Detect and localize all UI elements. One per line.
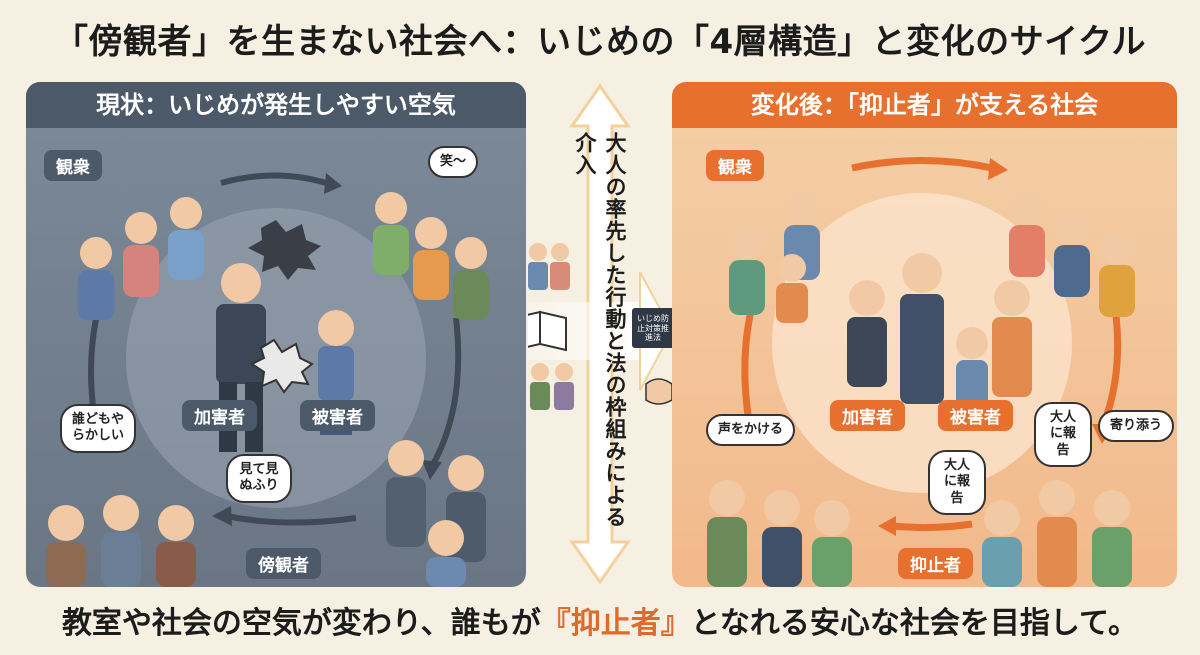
perpetrator-label-right: 加害者 [830,400,905,431]
bystander-group-figures [46,440,486,587]
spiky-speech-middle [250,338,314,394]
concerned-figures-right [1009,192,1135,317]
look-away-speech-bubble: 見て見ぬふり [226,454,292,503]
intervention-column: 大人の率先した行動と法の枠組みによる介入 いじめ防止対策推進法 [528,82,672,587]
audience-label-right: 観衆 [706,150,764,181]
cycle-arrow-top-right [851,157,993,172]
stand-by-speech-bubble: 寄り添う [1098,410,1175,443]
cycle-arrow-left-side [741,297,758,429]
laugh-speech-bubble: 笑～ [428,146,479,179]
deterrent-label: 抑止者 [898,548,973,579]
current-state-illustration [46,172,489,587]
footer-highlight: 『抑止者』 [540,606,691,641]
cycle-arrowhead-top-right [988,158,1008,180]
bystander-label: 傍観者 [246,548,321,579]
call-out-speech-bubble: 声をかける [706,414,796,447]
footer-text-before: 教室や社会の空気が変わり、誰もが [61,606,541,641]
current-state-panel: 現状：いじめが発生しやすい空気 [26,82,526,587]
cycle-arrowhead-bottom-right [878,516,896,536]
deterrent-group-figures [707,480,1132,587]
report-adult-bubble-2: 大人に報告 [928,450,986,515]
cycle-arrow-right [428,317,462,470]
cycle-arrow-top [220,172,327,186]
intervention-graphics [528,83,672,585]
spiky-speech-top [248,220,321,280]
handshake-icon [645,378,672,405]
after-change-panel: 変化後：「抑止者」が支える社会 [672,82,1177,587]
cycle-arrowhead-top [324,173,342,194]
after-change-heading: 変化後：「抑止者」が支える社会 [672,82,1177,128]
audience-group-figures [78,197,204,320]
victim-label-right: 被害者 [938,400,1013,431]
perpetrator-label: 加害者 [182,400,257,431]
report-adult-bubble-1: 大人に報告 [1034,402,1092,467]
audience-figures-right [729,192,820,323]
intervention-vertical-text: 大人の率先した行動と法の枠組みによる介入 [573,132,627,528]
open-book-icon [528,310,567,352]
cycle-arrow-bottom-right [891,520,973,532]
page-title: 「傍観者」を生まない社会へ：いじめの「4層構造」と変化のサイクル [54,22,1146,62]
perpetrator-teacher-victim-figures [847,253,1032,415]
cycle-arrowhead-bottom [212,506,232,526]
current-state-heading: 現状：いじめが発生しやすい空気 [26,82,526,128]
nobody-does-speech-bubble: 誰どもやらかしい [60,404,136,453]
victim-label: 被害者 [300,400,375,431]
cycle-arrow-bottom [225,513,357,526]
footer-message: 教室や社会の空気が変わり、誰もが『抑止者』となれる安心な社会を目指して。 [0,598,1200,642]
law-book-label: いじめ防止対策推進法 [637,314,669,343]
audience-label: 観衆 [44,150,102,181]
laughing-group-figures [373,192,489,320]
law-book-icon [632,308,672,348]
cycle-arrowhead-right [422,460,442,480]
adults-figures [528,243,574,410]
after-change-illustration [707,157,1135,587]
footer-text-after: となれる安心な社会を目指して。 [690,606,1139,641]
